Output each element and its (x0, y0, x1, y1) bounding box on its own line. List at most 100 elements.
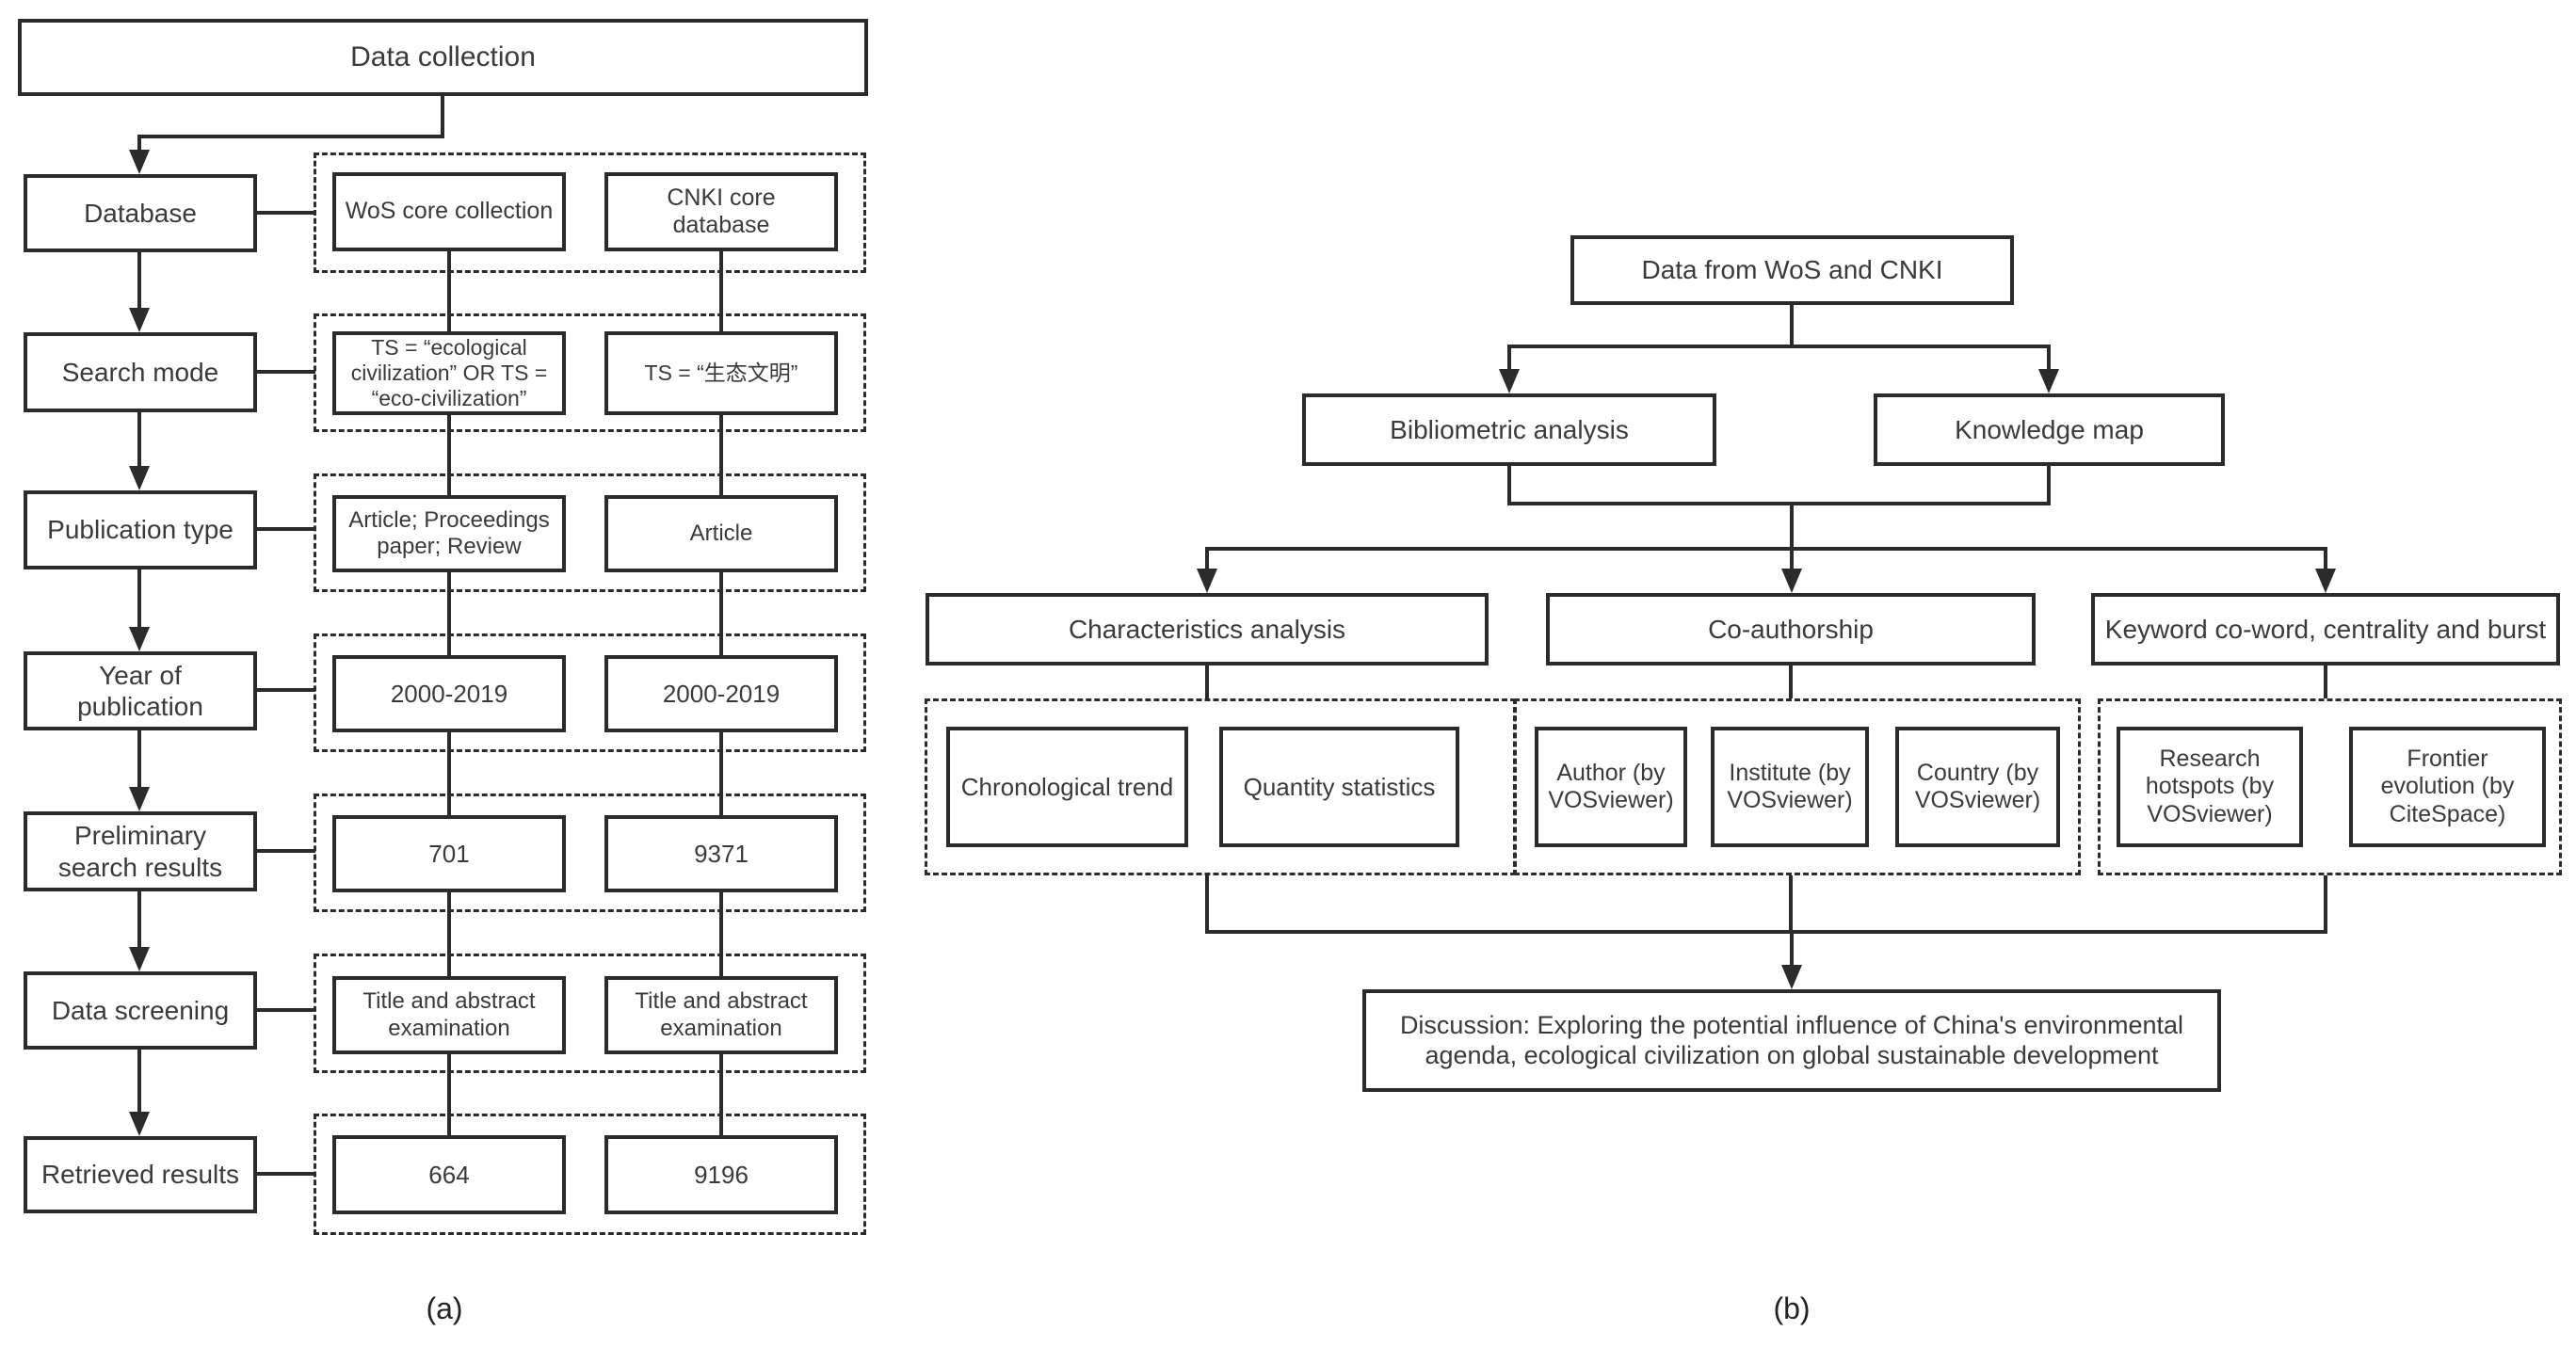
connector-line (255, 1008, 315, 1012)
connector-line (1790, 932, 1794, 967)
row-group-frame-publication-type (314, 473, 866, 592)
wos-prelim-count-box: 701 (332, 815, 566, 892)
connector-line (137, 252, 141, 310)
arrowhead (129, 150, 150, 174)
knowledge-map-box: Knowledge map (1874, 393, 2225, 466)
connector-line (1790, 305, 1794, 348)
connector-line (255, 527, 315, 531)
connector-line (137, 569, 141, 629)
wos-pubtype-box: Article; Proceedings paper; Review (332, 495, 566, 572)
cnki-years-box: 2000-2019 (604, 655, 838, 732)
row-group-frame-screening (314, 954, 866, 1073)
connector-line (447, 1054, 451, 1135)
keyword-co-word-box: Keyword co-word, centrality and burst (2091, 593, 2560, 665)
connector-line (137, 412, 141, 468)
step-box-search-mode: Search mode (24, 332, 257, 412)
arrowhead (129, 1112, 150, 1136)
connector-line (1789, 665, 1793, 698)
arrowhead (129, 308, 150, 332)
discussion-box: Discussion: Exploring the potential infl… (1362, 989, 2221, 1092)
connector-line (137, 135, 444, 138)
row-group-frame-preliminary (314, 794, 866, 912)
caption-a: (a) (426, 1291, 463, 1325)
step-box-data-screening: Data screening (24, 971, 257, 1050)
connector-line (441, 96, 444, 138)
connector-line (719, 572, 723, 655)
connector-line (1507, 502, 2051, 505)
connector-line (2324, 665, 2327, 698)
connector-line (2324, 549, 2327, 570)
cnki-retrieved-count-box: 9196 (604, 1135, 838, 1214)
connector-line (1205, 547, 2327, 551)
connector-line (1205, 930, 2327, 934)
connector-line (137, 135, 141, 152)
step-box-preliminary-search-results: Preliminary search results (24, 811, 257, 891)
connector-line (447, 572, 451, 655)
connector-line (255, 211, 315, 215)
connector-line (719, 1054, 723, 1135)
research-hotspots-box: Research hotspots (by VOSviewer) (2117, 727, 2303, 847)
connector-line (1790, 549, 1794, 570)
connector-line (447, 732, 451, 815)
caption-b: (b) (1773, 1291, 1811, 1325)
keyword-frame (2098, 698, 2562, 875)
connector-line (137, 730, 141, 789)
arrowhead (2315, 569, 2336, 593)
country-vosviewer-box: Country (by VOSviewer) (1895, 727, 2060, 847)
cnki-pubtype-box: Article (604, 495, 838, 572)
connector-line (1205, 665, 1209, 698)
connector-line (1790, 504, 1794, 551)
arrowhead (1197, 569, 1217, 593)
connector-line (719, 415, 723, 495)
bibliometric-analysis-box: Bibliometric analysis (1302, 393, 1716, 466)
co-authorship-box: Co-authorship (1546, 593, 2036, 665)
connector-line (1205, 549, 1209, 570)
arrowhead (1499, 369, 1520, 393)
wos-query-box: TS = “ecological civilization” OR TS = “… (332, 331, 566, 415)
connector-line (1507, 345, 2051, 348)
cnki-query-box: TS = “生态文明” (604, 331, 838, 415)
cnki-prelim-count-box: 9371 (604, 815, 838, 892)
step-box-database: Database (24, 174, 257, 252)
connector-line (255, 1172, 315, 1176)
connector-line (2047, 466, 2051, 505)
connector-line (719, 892, 723, 976)
connector-line (137, 891, 141, 949)
step-box-publication-type: Publication type (24, 490, 257, 569)
chronological-trend-box: Chronological trend (946, 727, 1188, 847)
wos-source-box: WoS core collection (332, 172, 566, 251)
connector-line (1205, 875, 1209, 934)
row-group-frame-year (314, 633, 866, 752)
data-from-wos-cnki-box: Data from WoS and CNKI (1570, 235, 2014, 305)
connector-line (447, 892, 451, 976)
characteristics-analysis-box: Characteristics analysis (926, 593, 1489, 665)
arrowhead (2038, 369, 2059, 393)
arrowhead (1781, 569, 1802, 593)
step-box-retrieved-results: Retrieved results (24, 1136, 257, 1213)
institute-vosviewer-box: Institute (by VOSviewer) (1711, 727, 1869, 847)
connector-line (255, 849, 315, 853)
quantity-statistics-box: Quantity statistics (1219, 727, 1459, 847)
connector-line (447, 251, 451, 331)
connector-line (255, 688, 315, 692)
connector-line (2324, 875, 2327, 934)
arrowhead (129, 627, 150, 651)
connector-line (447, 415, 451, 495)
connector-line (719, 732, 723, 815)
cnki-screening-box: Title and abstract examination (604, 976, 838, 1054)
connector-line (137, 1050, 141, 1114)
connector-line (255, 370, 315, 374)
author-vosviewer-box: Author (by VOSviewer) (1535, 727, 1687, 847)
coauthorship-frame (1514, 698, 2081, 875)
arrowhead (1781, 965, 1802, 989)
connector-line (719, 251, 723, 331)
wos-screening-box: Title and abstract examination (332, 976, 566, 1054)
connector-line (1507, 466, 1511, 505)
arrowhead (129, 947, 150, 971)
connector-line (1789, 875, 1793, 934)
data-collection-box: Data collection (18, 19, 868, 96)
step-box-year-of-publication: Year of publication (24, 651, 257, 730)
frontier-evolution-box: Frontier evolution (by CiteSpace) (2349, 727, 2546, 847)
wos-retrieved-count-box: 664 (332, 1135, 566, 1214)
wos-years-box: 2000-2019 (332, 655, 566, 732)
